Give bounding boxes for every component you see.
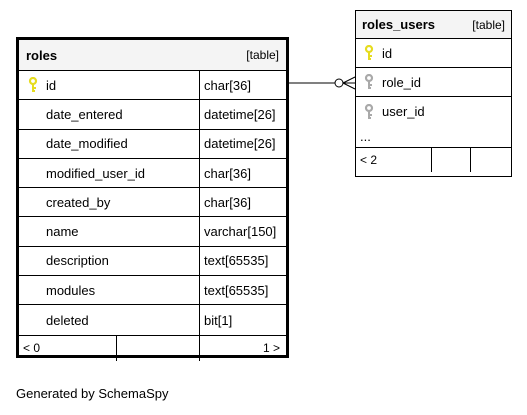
column-name: user_id (382, 104, 425, 119)
column-name: created_by (46, 194, 111, 210)
column-name-cell: date_entered (19, 100, 200, 129)
column-type: text[65535] (204, 253, 269, 269)
roles-users-table-footer: < 2 (356, 148, 511, 172)
column-row[interactable]: id char[36] (19, 71, 286, 101)
column-name-cell: description (19, 246, 200, 276)
column-row[interactable]: modified_user_id char[36] (19, 158, 286, 189)
column-name: name (46, 224, 79, 240)
table-kind: [table] (472, 17, 505, 32)
column-name-cell: id (19, 71, 200, 100)
column-type: text[65535] (204, 282, 269, 298)
more-columns-row: ... (356, 126, 511, 148)
column-row[interactable]: date_modified datetime[26] (19, 129, 286, 159)
column-name: deleted (46, 312, 89, 328)
column-name: date_entered (46, 106, 123, 122)
table-title: roles_users (362, 17, 435, 32)
column-name: description (46, 253, 109, 269)
column-type: char[36] (204, 77, 251, 93)
table-kind: [table] (246, 48, 279, 62)
column-type: datetime[26] (204, 136, 276, 152)
column-type: datetime[26] (204, 106, 276, 122)
crowfoot-lower (342, 82, 356, 90)
column-name-cell: role_id (356, 68, 511, 96)
footer-spacer (116, 335, 199, 361)
footer-spacer (431, 148, 470, 172)
foreign-key-icon (359, 74, 379, 90)
column-type: bit[1] (204, 312, 233, 328)
column-name-cell: created_by (19, 188, 200, 217)
column-row[interactable]: id (356, 39, 511, 68)
roles-users-column-list: id role_id user_id (356, 39, 511, 126)
column-row[interactable]: deleted bit[1] (19, 305, 286, 335)
column-name-cell: id (356, 39, 511, 67)
footer-spacer (470, 148, 511, 172)
more-columns-indicator: ... (360, 129, 371, 144)
column-name-cell: modified_user_id (19, 158, 200, 188)
column-row[interactable]: role_id (356, 68, 511, 97)
column-name-cell: user_id (356, 97, 511, 126)
column-type: char[36] (204, 165, 251, 181)
column-type: varchar[150] (204, 224, 277, 240)
column-name-cell: deleted (19, 305, 200, 335)
column-name: id (382, 45, 393, 61)
parents-count: < 2 (360, 153, 378, 167)
column-row[interactable]: user_id (356, 97, 511, 126)
roles-table-footer: < 0 1 > (19, 334, 286, 361)
column-row[interactable]: modules text[65535] (19, 276, 286, 306)
column-type: char[36] (204, 194, 251, 210)
crowfoot-upper (342, 76, 356, 84)
column-name: modified_user_id (46, 165, 146, 181)
primary-key-icon (23, 77, 43, 93)
generated-by-caption: Generated by SchemaSpy (16, 386, 169, 401)
primary-key-icon (359, 45, 379, 61)
column-name-cell: date_modified (19, 129, 200, 158)
children-count: 1 > (199, 335, 286, 361)
column-row[interactable]: name varchar[150] (19, 217, 286, 247)
column-row[interactable]: date_entered datetime[26] (19, 100, 286, 130)
zero-cardinality-mark (334, 78, 344, 88)
column-name: role_id (382, 74, 422, 90)
column-row[interactable]: created_by char[36] (19, 188, 286, 218)
table-title: roles (26, 47, 58, 63)
roles-users-table-header: roles_users [table] (356, 11, 511, 39)
column-name: date_modified (46, 136, 128, 152)
column-name: modules (46, 282, 96, 298)
foreign-key-icon (359, 103, 379, 120)
roles-table-header: roles [table] (19, 40, 286, 71)
column-name-cell: modules (19, 276, 200, 305)
column-row[interactable]: description text[65535] (19, 246, 286, 277)
roles-users-table[interactable]: roles_users [table] id role_id user_id ...… (355, 10, 512, 177)
column-name: id (46, 77, 57, 93)
column-name-cell: name (19, 217, 200, 246)
parents-count: < 0 (23, 341, 41, 356)
